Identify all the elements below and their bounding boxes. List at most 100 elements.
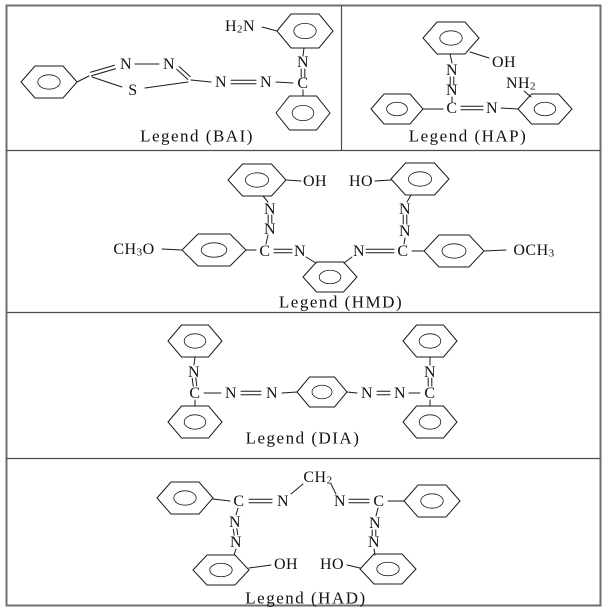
double-bond-line <box>236 528 239 536</box>
outer-border <box>5 4 602 607</box>
aromatic-circle <box>200 242 228 258</box>
single-bond-line <box>144 81 189 89</box>
legend-caption-hap: Legend (HAP) <box>409 127 528 146</box>
single-bond-line <box>190 79 212 83</box>
atom-label: C <box>233 493 244 510</box>
atom-label: OH <box>303 173 327 190</box>
atom-label: CH3O <box>113 241 154 259</box>
legend-caption-bai: Legend (BAI) <box>140 127 254 146</box>
atom-label: OCH3 <box>513 242 554 260</box>
atom-label: N <box>266 385 278 402</box>
aromatic-circle <box>311 384 333 400</box>
single-bond-line <box>449 53 453 64</box>
benzene-ring <box>167 405 223 439</box>
single-bond-line <box>265 234 269 245</box>
benzene-ring <box>181 233 247 267</box>
benzene-ring <box>156 481 214 515</box>
atom-label: N <box>163 56 175 73</box>
aromatic-circle <box>418 333 442 349</box>
atom-label: N <box>230 534 242 551</box>
single-bond-line <box>285 179 302 182</box>
atom-label: N <box>264 201 276 218</box>
single-bond-line <box>346 391 358 394</box>
aromatic-circle <box>244 172 269 188</box>
atom-label: N <box>225 385 237 402</box>
aromatic-circle <box>318 269 342 285</box>
atom-label: N <box>446 62 458 79</box>
single-bond-line <box>261 26 278 32</box>
atom-label: HO <box>349 173 373 190</box>
benzene-ring <box>276 13 334 49</box>
atom-label: N <box>120 56 132 73</box>
legend-caption-had: Legend (HAD) <box>245 589 366 608</box>
aromatic-circle <box>441 243 467 259</box>
aromatic-circle <box>533 101 557 117</box>
single-bond-line <box>281 391 298 394</box>
atom-label: C <box>397 243 408 260</box>
aromatic-circle <box>209 562 233 578</box>
single-bond-line <box>375 507 379 517</box>
benzene-ring <box>275 95 331 131</box>
double-bond-line <box>89 64 115 73</box>
single-bond-line <box>483 249 507 252</box>
atom-label: N <box>297 54 309 71</box>
aromatic-circle <box>376 561 400 577</box>
single-bond-line <box>305 256 317 264</box>
atom-label: N <box>277 493 289 510</box>
benzene-ring <box>422 21 480 55</box>
panel-borders <box>5 4 602 607</box>
atom-label: N <box>399 201 411 218</box>
atom-label: N <box>334 493 346 510</box>
atom-label: C <box>424 385 435 402</box>
benzene-ring <box>20 65 78 99</box>
single-bond-line <box>346 564 361 569</box>
single-bond-line <box>302 47 305 57</box>
benzene-ring <box>390 162 450 196</box>
aromatic-circle <box>420 493 444 509</box>
benzene-ring <box>296 376 348 408</box>
double-bond-line <box>195 377 198 387</box>
single-bond-line <box>262 195 269 203</box>
aromatic-circle <box>37 74 61 90</box>
benzene-ring <box>403 484 461 518</box>
double-bond-line <box>191 377 194 387</box>
aromatic-circle <box>418 414 442 430</box>
aromatic-circle <box>183 333 207 349</box>
benzene-ring <box>402 324 458 358</box>
atom-label: C <box>259 243 270 260</box>
atom-label: N <box>294 243 306 260</box>
atom-label: N <box>215 74 227 91</box>
atom-label: N <box>424 364 436 381</box>
single-bond-line <box>469 51 490 59</box>
aromatic-circle <box>183 414 207 430</box>
atom-label: OH <box>492 54 516 71</box>
double-bond-line <box>178 66 191 78</box>
legend-caption-hmd: Legend (HMD) <box>279 293 403 312</box>
single-bond-line <box>374 179 392 182</box>
aromatic-circle <box>293 22 317 40</box>
atom-label: N <box>486 100 498 117</box>
single-bond-line <box>91 76 123 88</box>
atom-label: N <box>394 385 406 402</box>
atom-label: NH2 <box>506 75 536 93</box>
atom-label: H2N <box>225 18 255 36</box>
aromatic-circle <box>291 104 315 122</box>
atom-label: N <box>369 515 381 532</box>
atom-label: CH2 <box>303 469 332 487</box>
atom-label: N <box>446 82 458 99</box>
atom-label: N <box>188 364 200 381</box>
single-bond-line <box>235 507 239 516</box>
single-bond-line <box>193 356 196 366</box>
single-bond-line <box>373 548 376 556</box>
aromatic-circle <box>439 30 463 46</box>
benzene-ring <box>370 93 424 125</box>
atom-label: OH <box>274 556 298 573</box>
single-bond-line <box>406 194 412 203</box>
single-bond-line <box>275 81 294 84</box>
benzene-ring <box>192 554 250 586</box>
atom-label: HO <box>320 556 344 573</box>
